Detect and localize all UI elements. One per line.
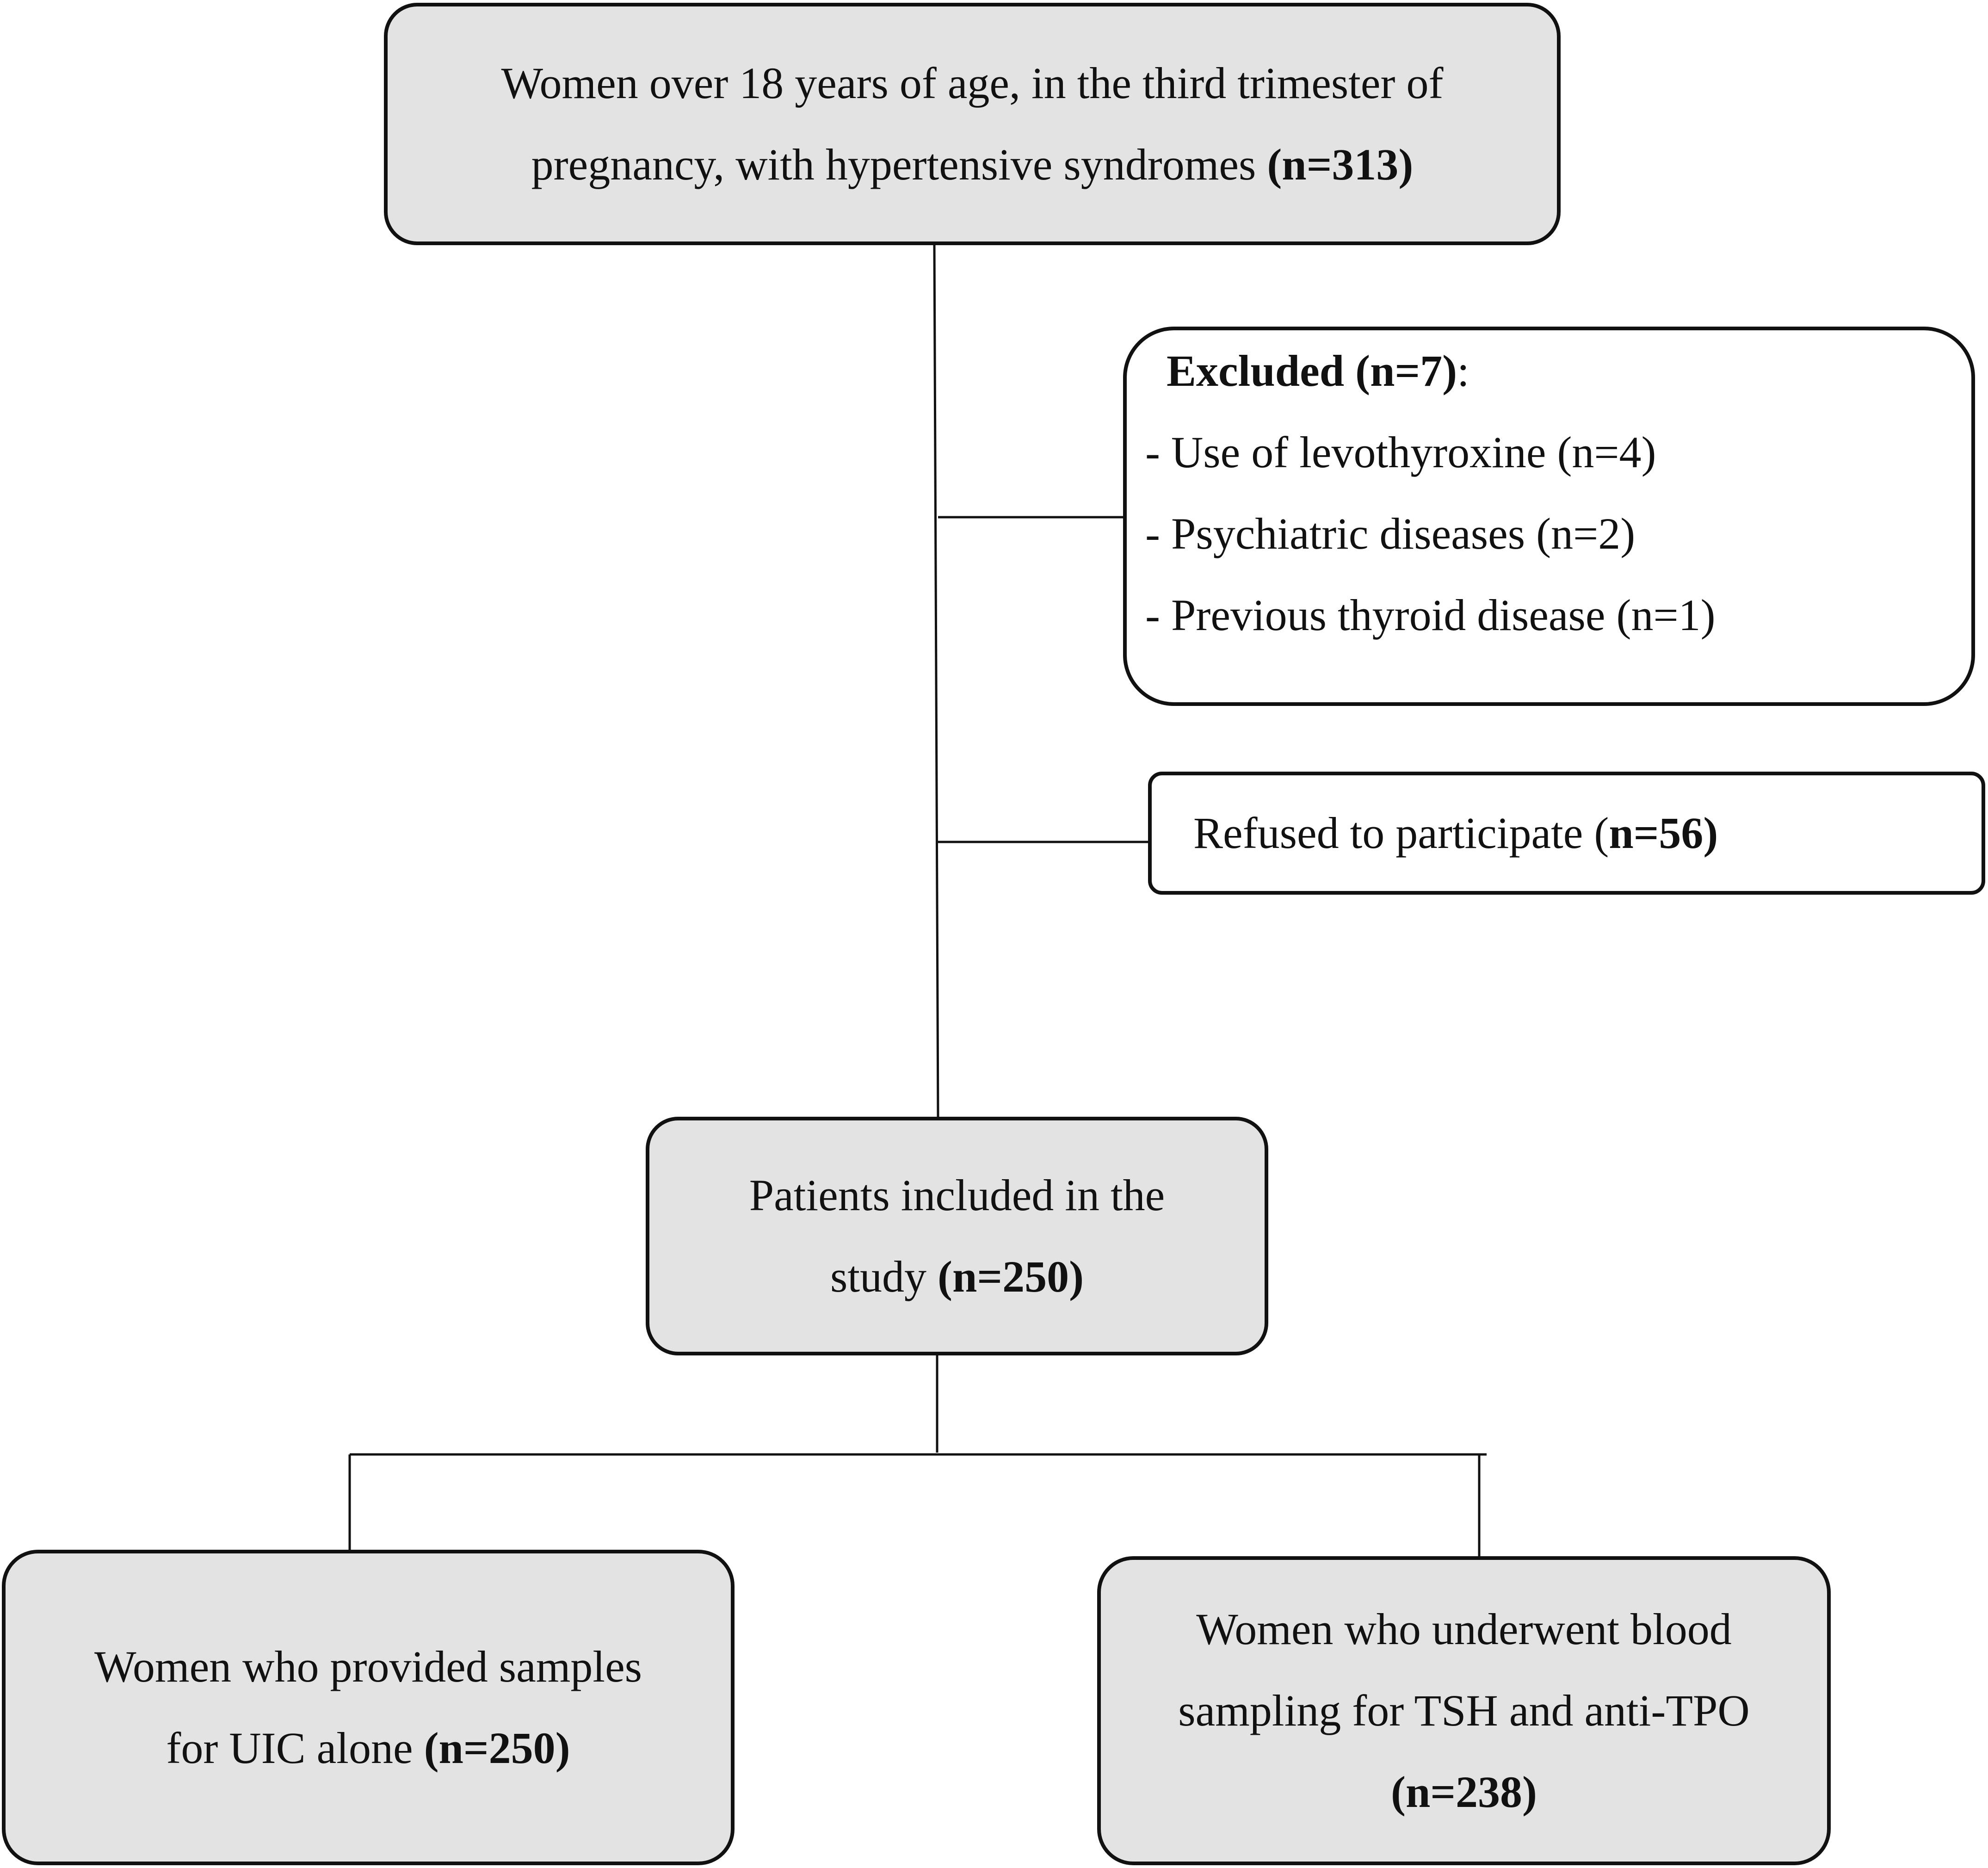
included-box: Patients included in the study (n=250) [646,1117,1268,1355]
eligible-women-box: Women over 18 years of age, in the third… [384,3,1561,245]
refused-text: Refused to participate (n=56) [1193,808,1718,858]
uic-line2: for UIC alone (n=250) [166,1723,570,1773]
excluded-box: Excluded (n=7): - Use of levothyroxine (… [1123,327,1975,706]
blood-line2: sampling for TSH and anti-TPO [1178,1686,1750,1735]
blood-count: (n=238) [1390,1767,1537,1817]
uic-line1: Women who provided samples [94,1642,642,1691]
eligible-count: (n=313) [1267,140,1414,189]
included-line1: Patients included in the [749,1170,1165,1220]
excluded-item-thyroid: - Previous thyroid disease (n=1) [1145,590,1716,640]
blood-sampling-box: Women who underwent blood sampling for T… [1097,1556,1831,1865]
included-line2: study (n=250) [830,1252,1084,1301]
excluded-heading: Excluded (n=7): [1167,346,1469,396]
uic-count: (n=250) [424,1723,570,1773]
excluded-item-psychiatric: - Psychiatric diseases (n=2) [1145,509,1636,558]
excluded-item-levothyroxine: - Use of levothyroxine (n=4) [1145,427,1656,477]
blood-line1: Women who underwent blood [1196,1604,1732,1654]
blood-line3: (n=238) [1391,1751,1537,1833]
refused-box: Refused to participate (n=56) [1148,772,1985,895]
included-count: (n=250) [938,1252,1084,1301]
eligible-women-line2: pregnancy, with hypertensive syndromes (… [531,140,1414,189]
main-vertical-line [933,245,939,1119]
uic-samples-box: Women who provided samples for UIC alone… [2,1550,735,1865]
eligible-women-line1: Women over 18 years of age, in the third… [501,58,1444,108]
refused-count: n=56) [1609,808,1718,858]
